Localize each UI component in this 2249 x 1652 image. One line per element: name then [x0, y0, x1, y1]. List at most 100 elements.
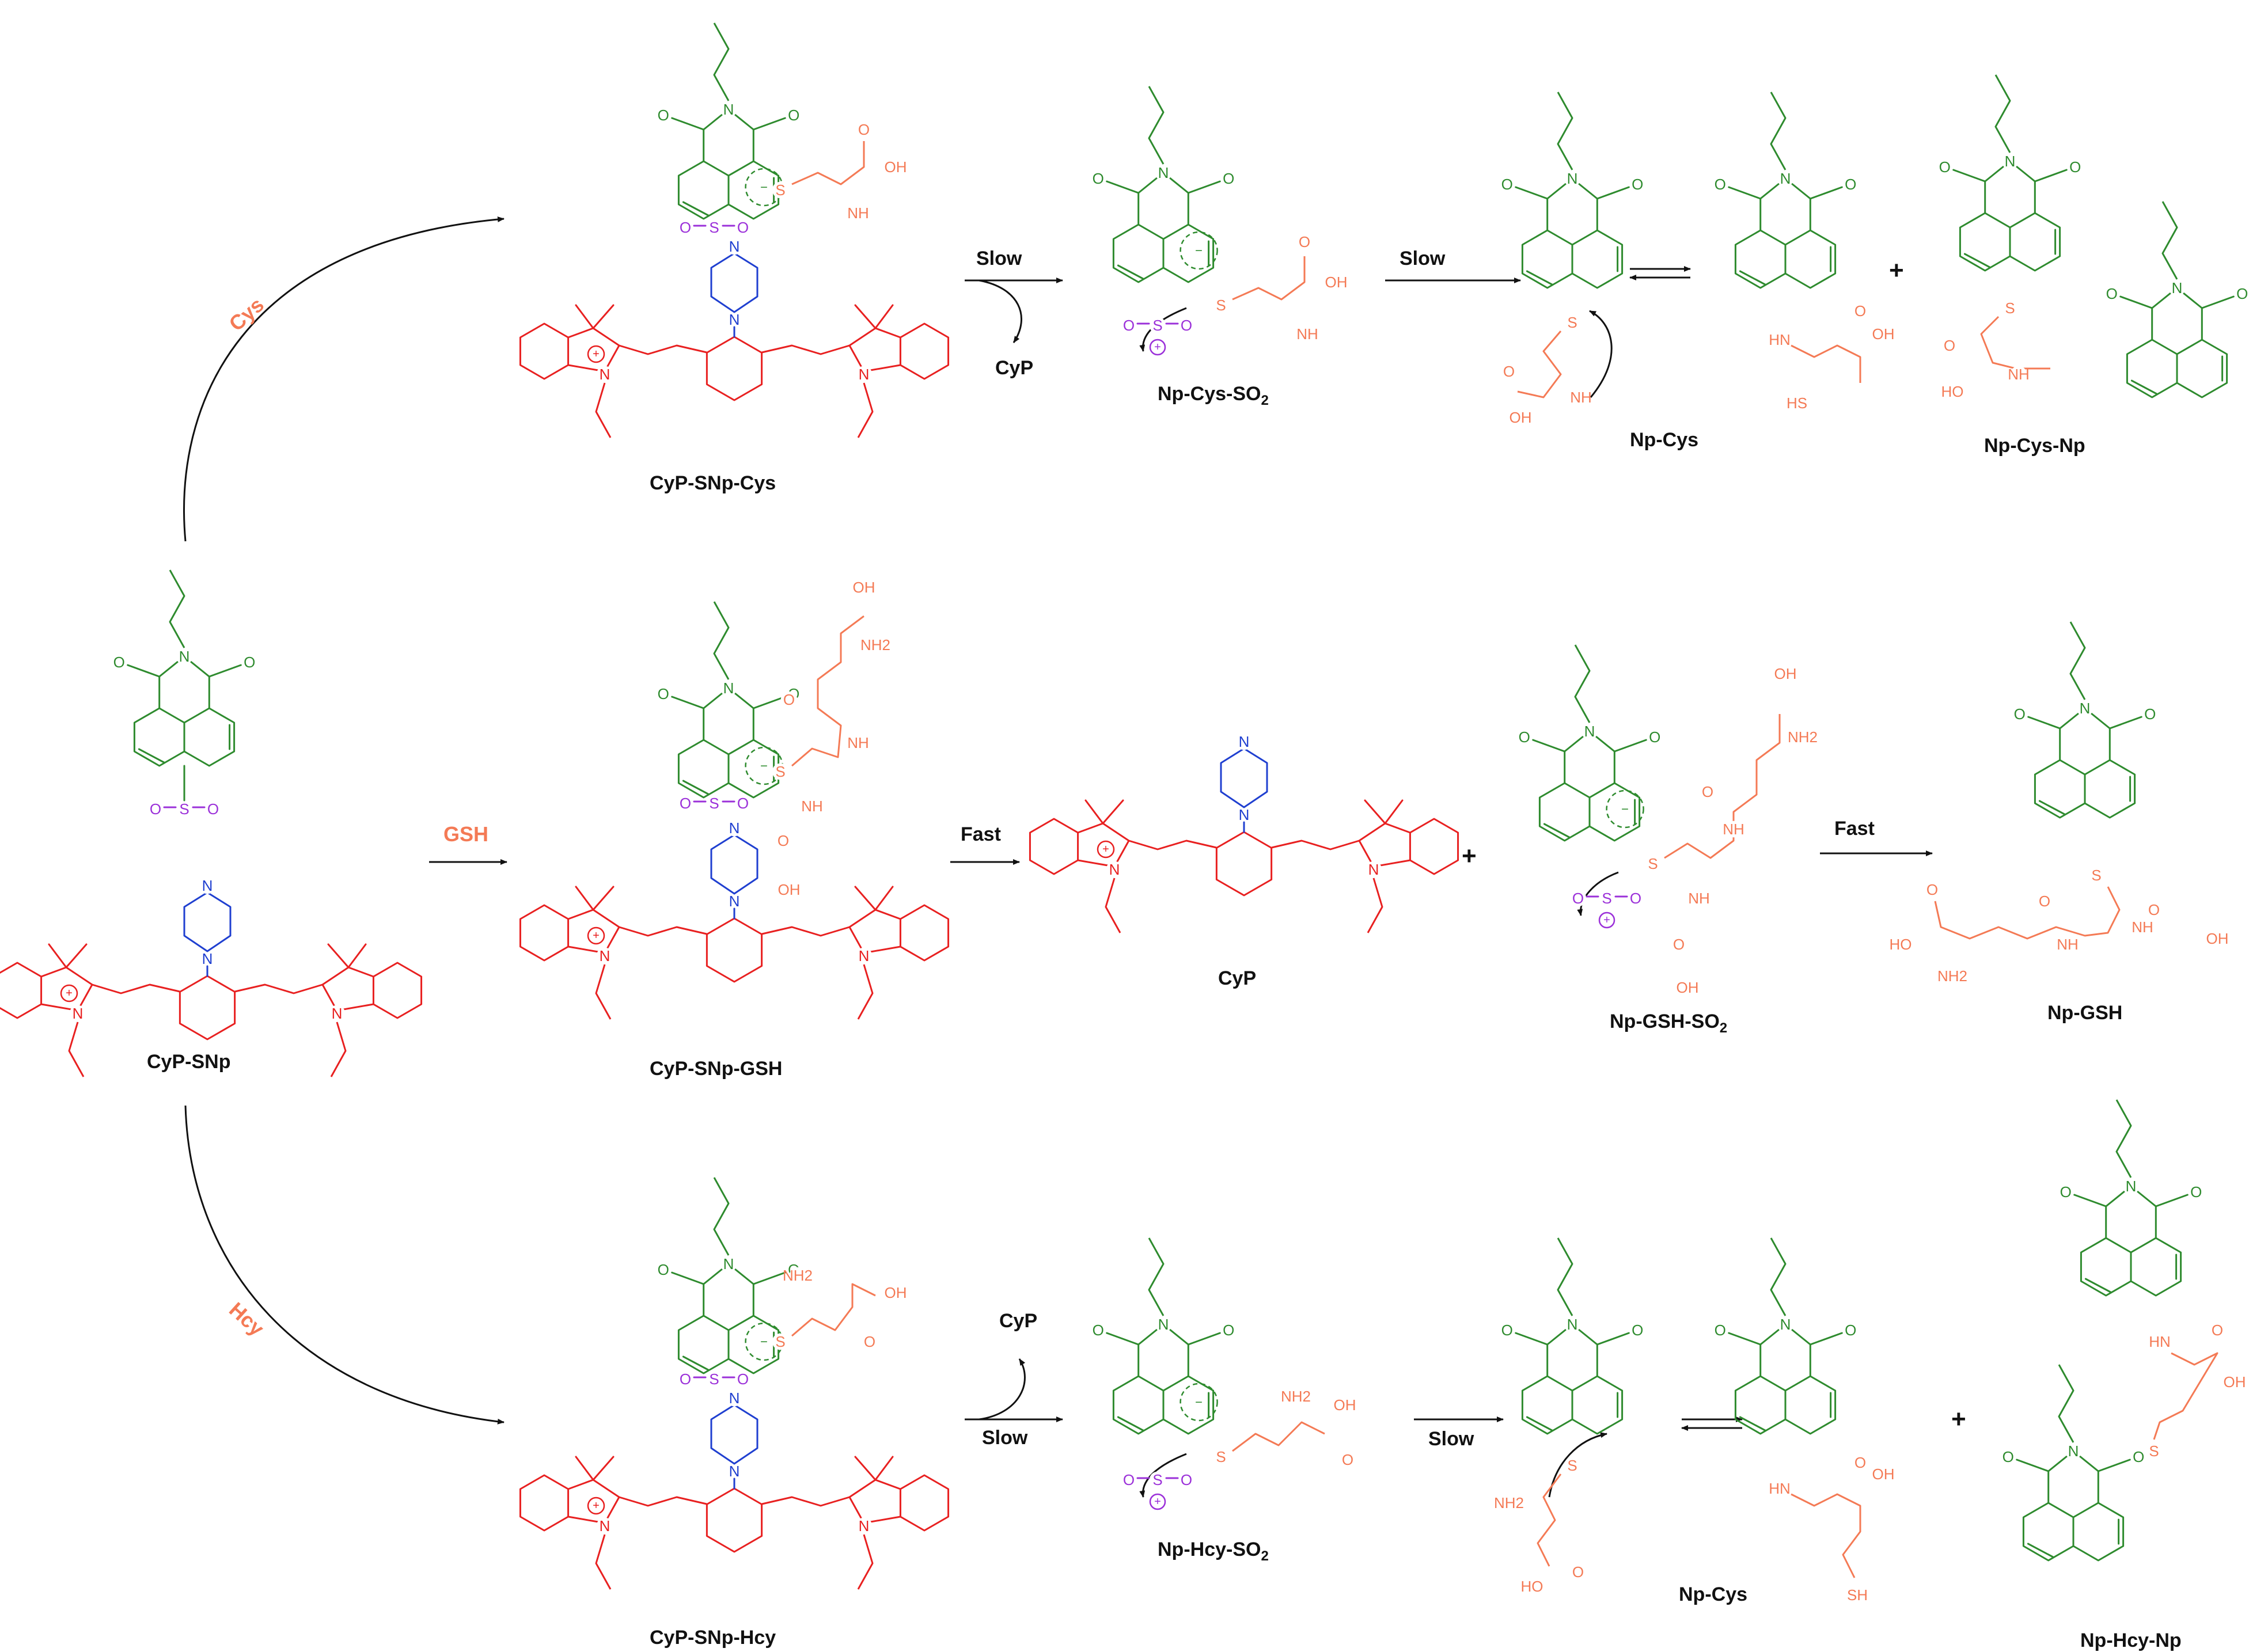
- atom-label: O: [1093, 1321, 1104, 1339]
- cys-so2-text: Np-Cys-SO: [1158, 383, 1261, 405]
- atom-label: NH: [1723, 821, 1744, 838]
- plus-sign-row1: +: [1889, 256, 1904, 284]
- atom-label: O: [1342, 1451, 1353, 1468]
- atom-label: N: [2005, 153, 2016, 170]
- atom-label: S: [1602, 890, 1611, 907]
- atom-label: O: [2133, 1448, 2144, 1465]
- atom-label: N: [859, 1517, 870, 1535]
- atom-label: O: [244, 654, 255, 671]
- atom-label: N: [1158, 164, 1169, 181]
- piperazine-linker: NN: [710, 819, 758, 920]
- atom-label: S: [1152, 317, 1162, 334]
- atom-label: O: [858, 121, 870, 138]
- compound-gsh-adduct-label: CyP-SNp-GSH: [650, 1058, 783, 1080]
- atom-label: OH: [2224, 1373, 2246, 1391]
- atom-label: NH2: [783, 1267, 813, 1284]
- atom-label: S: [775, 763, 785, 780]
- atom-label: S: [709, 1370, 719, 1388]
- atom-label: N: [202, 950, 213, 967]
- atom-label: N: [1780, 170, 1791, 187]
- atom-label: NH: [847, 204, 869, 222]
- atom-label: O: [658, 1261, 669, 1278]
- cyp-product-cyanine: N+NNN: [1029, 733, 1459, 933]
- atom-label: S: [2005, 299, 2015, 317]
- atom-label: N: [1567, 1316, 1578, 1333]
- atom-label: N: [2068, 1442, 2079, 1460]
- atom-label: O: [2190, 1183, 2202, 1201]
- atom-label: O: [1926, 881, 1938, 898]
- atom-label: O: [1223, 170, 1234, 187]
- atom-label: OH: [1334, 1396, 1356, 1414]
- atom-label: O: [2212, 1321, 2223, 1339]
- plus-sign-row3: +: [1951, 1405, 1966, 1433]
- condition-row1-step2: Slow: [1400, 248, 1446, 269]
- atom-label: O: [658, 107, 669, 124]
- atom-label: N: [729, 1463, 740, 1480]
- atom-label: O: [1632, 176, 1643, 193]
- atom-label: N: [859, 947, 870, 964]
- compound-start-label: CyP-SNp: [147, 1051, 231, 1073]
- atom-label: O: [2014, 705, 2026, 723]
- atom-label: OH: [885, 1284, 907, 1301]
- atom-label: +: [593, 348, 600, 360]
- atom-label: +: [1154, 1495, 1161, 1508]
- compound-hcy-so2-label: Np-Hcy-SO2: [1158, 1539, 1269, 1564]
- atom-label: HN: [2149, 1333, 2171, 1350]
- atom-label: N: [2172, 279, 2183, 297]
- atom-label: O: [1501, 1321, 1513, 1339]
- compound-np-cys-np-label: Np-Cys-Np: [1984, 435, 2085, 457]
- atom-label: HO: [1890, 936, 1912, 953]
- atom-label: N: [600, 947, 610, 964]
- atom-label: N: [2126, 1178, 2137, 1195]
- atom-label: HO: [1521, 1578, 1543, 1595]
- atom-label: N: [600, 366, 610, 383]
- atom-label: NH: [1688, 890, 1710, 907]
- atom-label: O: [1572, 890, 1584, 907]
- atom-label: O: [1123, 317, 1135, 334]
- atom-label: NH2: [1937, 967, 1967, 985]
- atom-label: OH: [778, 881, 801, 898]
- atom-label: −: [1195, 1395, 1203, 1410]
- atom-label: N: [723, 1255, 734, 1273]
- compound-np-cys-hcy-label: Np-Cys: [1679, 1583, 1748, 1605]
- atom-label: O: [680, 219, 691, 236]
- atom-label: +: [1154, 341, 1161, 354]
- atom-label: O: [150, 800, 161, 818]
- atom-label: O: [2069, 158, 2081, 176]
- atom-label: NH: [1296, 325, 1318, 343]
- atom-label: N: [1368, 861, 1379, 878]
- compound-cyp-label: CyP: [1218, 967, 1257, 989]
- atom-label: +: [593, 929, 600, 942]
- atom-label: O: [680, 1370, 691, 1388]
- plus-sign-row2: +: [1462, 842, 1477, 870]
- atom-label: O: [1181, 317, 1192, 334]
- atom-label: O: [1702, 783, 1713, 800]
- atom-label: N: [332, 1005, 343, 1022]
- atom-label: O: [2106, 285, 2118, 302]
- atom-label: O: [1299, 233, 1310, 250]
- atom-label: O: [1845, 1321, 1856, 1339]
- atom-label: O: [2144, 705, 2156, 723]
- atom-label: O: [1854, 302, 1866, 320]
- atom-label: NH: [801, 797, 823, 815]
- piperazine-linker: NN: [1220, 733, 1268, 833]
- atom-label: O: [1944, 337, 1955, 354]
- byproduct-row1: CyP: [995, 357, 1034, 379]
